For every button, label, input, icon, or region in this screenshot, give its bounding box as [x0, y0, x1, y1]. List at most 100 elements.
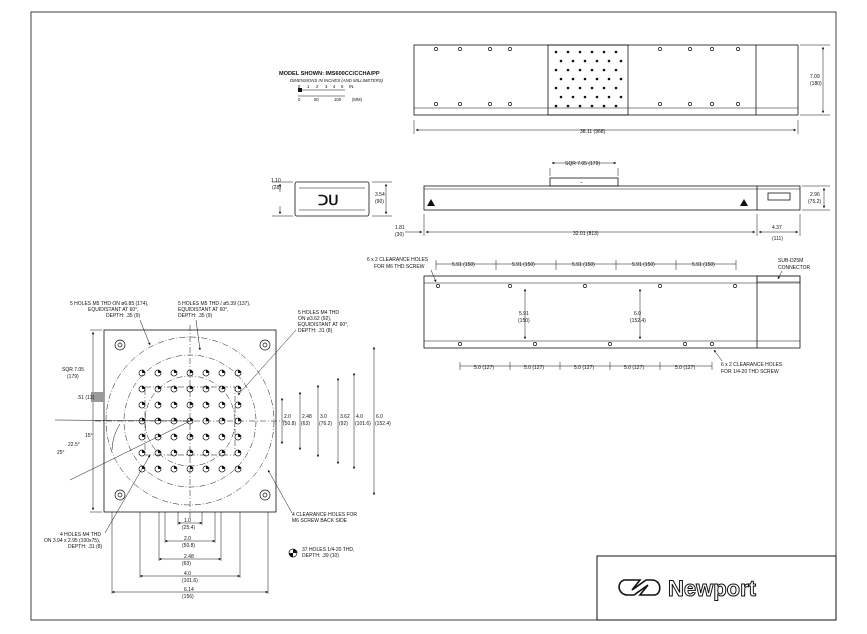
carriage-top-hole [578, 104, 582, 108]
top-hole [736, 102, 740, 106]
side-h-in: 2.96 [810, 192, 820, 198]
top-hole [736, 47, 740, 51]
svg-text:~: ~ [580, 180, 583, 185]
bottom-spacing-label: 5.0 (127) [675, 365, 695, 371]
note-c-l1: 5 HOLES M4 THD [298, 310, 339, 316]
scale-mm-100: 100 [334, 97, 342, 102]
vdim-mm: (101.6) [355, 421, 371, 427]
vdim-in: 4.0 [356, 414, 363, 420]
carriage-top-hole [583, 59, 587, 63]
carriage-top-hole [607, 59, 611, 63]
carriage-top-hole [571, 59, 575, 63]
carriage-top-hole [559, 95, 563, 99]
vdim-mm: (50.8) [283, 421, 296, 427]
bottom-view: 6 x 2 CLEARANCE HOLES FOR M6 THD SCREW S… [367, 257, 811, 375]
top-hole [710, 47, 714, 51]
note-f-l2: DEPTH: .39 (10) [302, 553, 339, 559]
carriage-sqr-mm: (179) [67, 374, 79, 380]
carriage-ang3: 25° [57, 450, 65, 456]
carriage-ang2: 22.5° [68, 442, 80, 448]
clearance-hole-inner [117, 492, 123, 498]
carriage-top-hole [595, 95, 599, 99]
svg-text:ᑐᑌ: ᑐᑌ [318, 192, 338, 208]
carriage-top-hole [583, 77, 587, 81]
bot-clear-top2: FOR M6 THD SCREW [374, 264, 425, 270]
top-hole [434, 47, 438, 51]
carriage-holes [114, 339, 271, 501]
carriage-view: SQR 7.05 (179) .51 (13) 15° 22.5° 25° 5 … [44, 301, 391, 600]
bot-mid-right-in: 6.0 [634, 311, 641, 317]
carriage-top-hole [595, 77, 599, 81]
side-h-mm: (75.2) [808, 199, 821, 205]
note-e: 4 CLEARANCE HOLES FOR M6 SCREW BACK SIDE [267, 469, 357, 524]
bottom-hole [583, 284, 587, 288]
vdim-mm: (152.4) [375, 421, 391, 427]
top-view-holes [434, 47, 740, 108]
carriage-top-hole [554, 50, 558, 54]
carriage-horizontal-dims: 1.0(25.4)2.0(50.8)2.48(63)4.0(101.6)6.14… [111, 512, 269, 600]
carriage-top-hole [602, 50, 606, 54]
scale-in-4: 4 [333, 84, 336, 89]
top-spacing-label: 5.91 (150) [512, 262, 535, 268]
clearance-hole-inner [262, 492, 268, 498]
end-h-in: 1.10 [271, 178, 281, 184]
hdim-mm: (50.8) [182, 543, 195, 549]
top-hole [488, 47, 492, 51]
note-e-l1: 4 CLEARANCE HOLES FOR [292, 512, 357, 518]
scale-in-0: 0 [298, 84, 301, 89]
model-subtitle: DIMENSIONS IN INCHES (AND MILLIMETERS) [290, 78, 384, 83]
carriage-vertical-dims: 2.0(50.8)2.48(63)3.0(76.2)3.62(92)4.0(10… [280, 346, 391, 496]
bot-clear-top1: 6 x 2 CLEARANCE HOLES [367, 257, 429, 263]
scale-in-5: 5 [341, 84, 344, 89]
end-h2-mm: (90) [375, 199, 384, 205]
top-hole [434, 102, 438, 106]
note-d-l2: ON 3.94 x 2.95 (100x75), [44, 538, 100, 544]
scale-mm-unit: (MM) [352, 97, 363, 102]
side-left-mm: (30) [395, 232, 404, 238]
carriage-top-hole [554, 104, 558, 108]
carriage-top-hole [571, 95, 575, 99]
carriage-top-hole [590, 104, 594, 108]
carriage-top-hole [571, 77, 575, 81]
carriage-top-hole [602, 104, 606, 108]
vdim-mm: (92) [339, 421, 348, 427]
note-f: 37 HOLES 1/4-20 THD, DEPTH: .39 (10) [288, 547, 354, 559]
bottom-hole [710, 342, 714, 346]
carriage-top-hole [607, 77, 611, 81]
brand-name: Newport [668, 576, 757, 601]
carriage-top-hole [590, 50, 594, 54]
side-right-mm: (111) [772, 236, 783, 242]
top-hole [688, 47, 692, 51]
carriage-top-hole [578, 86, 582, 90]
carriage-top-hole [619, 59, 623, 63]
note-c-l3: EQUIDISTANT AT 60°, [298, 322, 349, 328]
top-hole [488, 102, 492, 106]
carriage-top-hole [590, 68, 594, 72]
bottom-hole [683, 342, 687, 346]
bottom-hole [608, 342, 612, 346]
scale-in-unit: IN. [349, 84, 355, 89]
bottom-hole [508, 284, 512, 288]
bot-mid-left-mm: (150) [518, 318, 530, 324]
note-a-l1: 5 HOLES M5 THD ON ø6.85 (174), [70, 301, 149, 307]
hdim-in: 2.48 [184, 554, 194, 560]
bottom-spacing-label: 5.0 (127) [474, 365, 494, 371]
bottom-hole [436, 284, 440, 288]
carriage-top-hole [614, 50, 618, 54]
end-h2-in: 3.54 [375, 192, 385, 198]
bottom-spacing-label: 5.0 (127) [524, 365, 544, 371]
scale-bar: 0 1 2 3 4 5 IN. 0 50 100 (MM) [298, 84, 363, 102]
carriage-top-hole [583, 95, 587, 99]
carriage-top-hole [590, 86, 594, 90]
carriage-top-hole [554, 86, 558, 90]
side-right-in: 4.37 [772, 225, 782, 231]
scale-mm-50: 50 [314, 97, 319, 102]
note-b-l2: EQUIDISTANT AT 60°, [178, 307, 229, 313]
carriage-ang1: 15° [85, 433, 93, 439]
scale-in-1: 1 [307, 84, 310, 89]
newport-swirl-icon [618, 579, 661, 596]
top-hole [458, 47, 462, 51]
top-hole [710, 102, 714, 106]
bottom-hole [658, 284, 662, 288]
